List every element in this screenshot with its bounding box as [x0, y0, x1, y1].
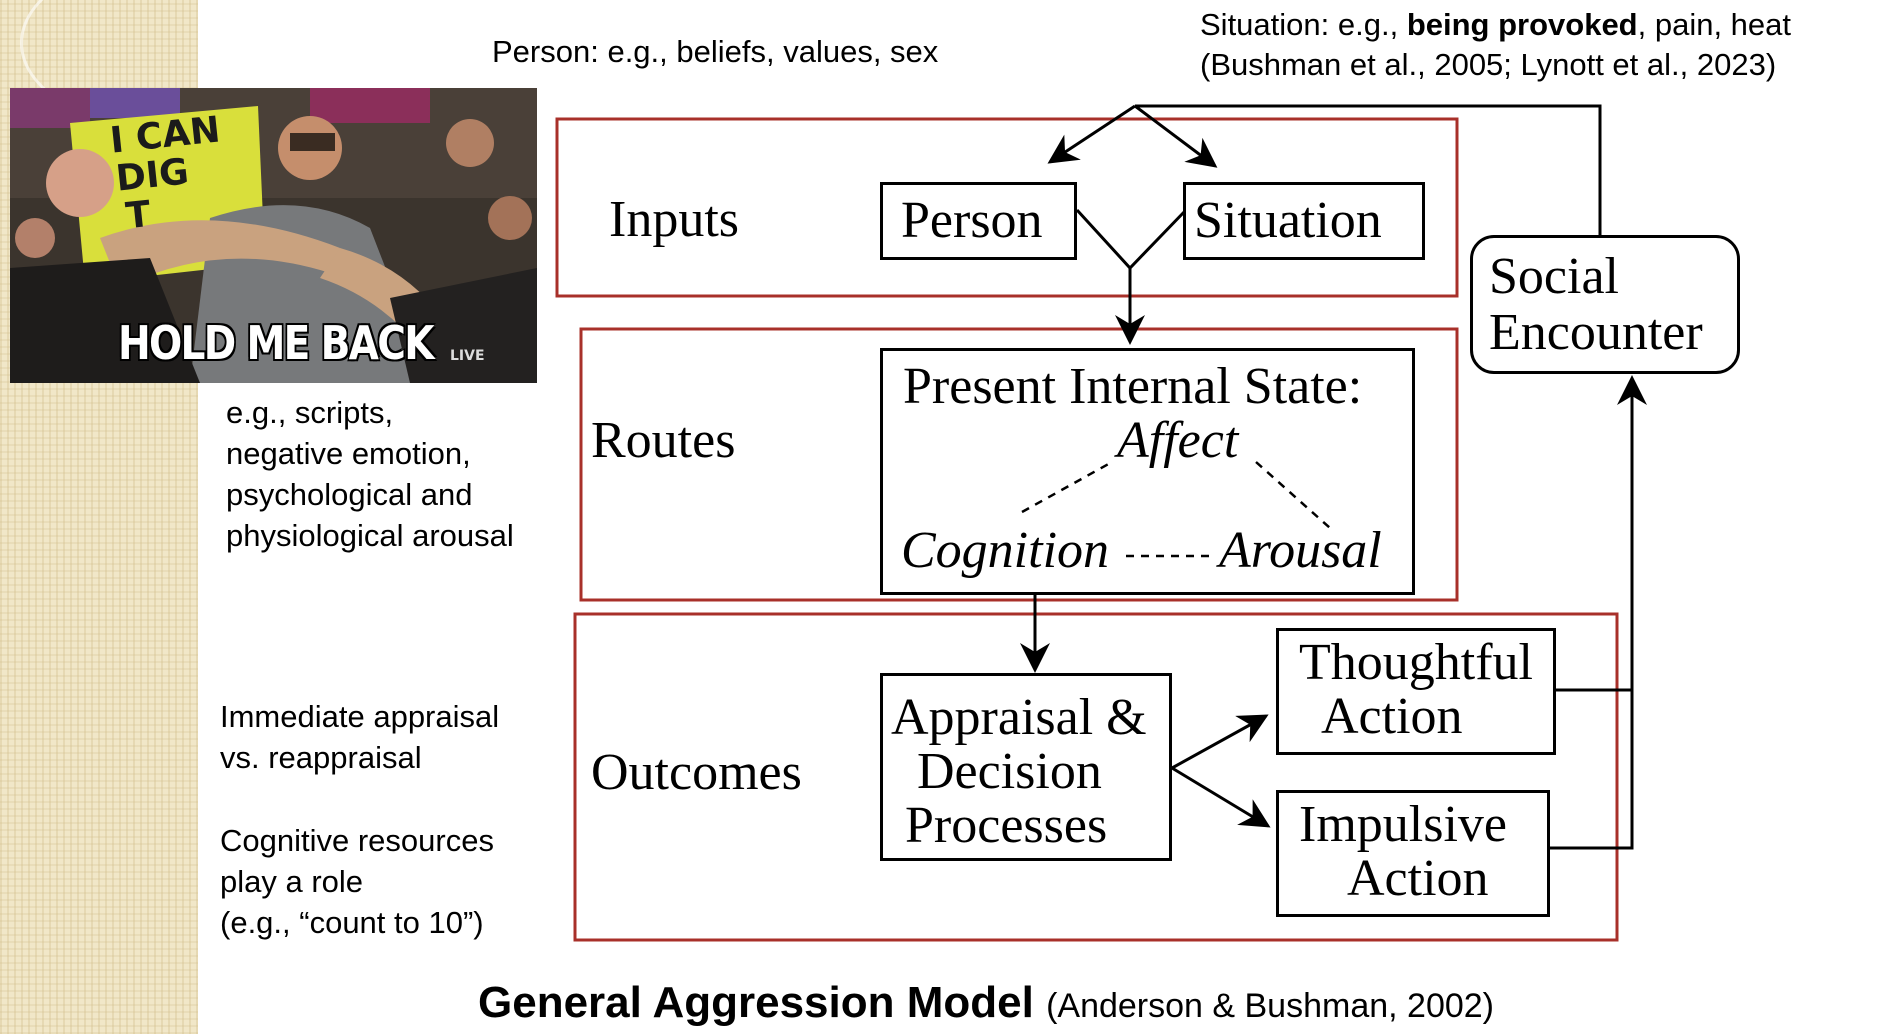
- dash-cognition-affect: [1021, 460, 1113, 514]
- routes-note: e.g., scripts, negative emotion, psychol…: [226, 392, 514, 556]
- social-encounter-line-2: Encounter: [1489, 304, 1703, 361]
- routes-section-frame: [579, 327, 1459, 602]
- social-encounter-box: Social Encounter: [1470, 235, 1740, 374]
- title-citation: (Anderson & Bushman, 2002): [1046, 987, 1494, 1025]
- thoughtful-line-1: Thoughtful: [1299, 634, 1533, 691]
- outcomes-note-line: (e.g., “count to 10”): [220, 905, 484, 940]
- appraisal-line-3: Processes: [905, 797, 1108, 854]
- person-note: Person: e.g., beliefs, values, sex: [492, 34, 939, 69]
- internal-state-dashes: [1021, 460, 1331, 558]
- arrow-to-thoughtful: [1171, 714, 1269, 770]
- arrow-to-situation: [1134, 104, 1218, 168]
- internal-state-title: Present Internal State:: [903, 358, 1363, 415]
- actions-merge-line: [1550, 688, 1634, 850]
- outcomes-note-line: vs. reappraisal: [220, 740, 422, 775]
- connector-lines: [1020, 104, 1647, 850]
- situation-citation: (Bushman et al., 2005; Lynott et al., 20…: [1200, 47, 1777, 82]
- inputs-merge-line: [1075, 208, 1188, 271]
- routes-note-line: e.g., scripts,: [226, 395, 394, 430]
- situation-note-suffix: , pain, heat: [1637, 7, 1792, 42]
- outcomes-note-line: Cognitive resources: [220, 823, 494, 858]
- meme-image: I CAN DIG T HOLD ME BACK LIVE: [10, 88, 537, 383]
- routes-note-line: psychological and: [226, 477, 473, 512]
- appraisal-line-2: Decision: [917, 743, 1102, 800]
- thoughtful-action-box: Thoughtful Action: [1276, 628, 1556, 755]
- appraisal-box: Appraisal & Decision Processes: [880, 673, 1172, 861]
- title-main: General Aggression Model: [478, 978, 1034, 1027]
- slide-title: General Aggression Model (Anderson & Bus…: [478, 978, 1494, 1031]
- outcomes-note-2: Cognitive resources play a role (e.g., “…: [220, 820, 494, 943]
- situation-box-label: Situation: [1194, 192, 1382, 249]
- dash-affect-arousal: [1255, 461, 1331, 529]
- routes-label: Routes: [591, 412, 736, 469]
- impulsive-action-box: Impulsive Action: [1276, 790, 1550, 917]
- situation-box: Situation: [1183, 182, 1425, 260]
- thoughtful-line-2: Action: [1321, 688, 1463, 745]
- meme-illustration: [10, 88, 537, 383]
- impulsive-line-1: Impulsive: [1299, 796, 1507, 853]
- person-box: Person: [880, 182, 1077, 260]
- social-encounter-line-1: Social: [1489, 248, 1619, 305]
- situation-note: Situation: e.g., being provoked, pain, h…: [1200, 4, 1791, 45]
- outcomes-note-1: Immediate appraisal vs. reappraisal: [220, 696, 499, 778]
- situation-note-bold: being provoked: [1406, 7, 1638, 42]
- outcomes-note-line: play a role: [220, 864, 364, 899]
- encounter-feedback-line: [1135, 104, 1602, 235]
- affect-label: Affect: [1117, 412, 1239, 469]
- outcomes-label: Outcomes: [591, 744, 802, 801]
- inputs-label: Inputs: [609, 191, 739, 248]
- impulsive-line-2: Action: [1347, 850, 1489, 907]
- cognition-label: Cognition: [901, 522, 1110, 579]
- arousal-label: Arousal: [1219, 522, 1382, 579]
- outcomes-section-frame: [573, 612, 1619, 942]
- situation-note-prefix: Situation: e.g.,: [1200, 7, 1407, 42]
- outcomes-note-line: Immediate appraisal: [220, 699, 500, 734]
- internal-state-box: Present Internal State: Affect Cognition…: [880, 348, 1415, 595]
- routes-note-line: physiological arousal: [226, 518, 514, 553]
- meme-logo: LIVE: [450, 348, 485, 364]
- arrow-to-person: [1047, 104, 1136, 164]
- routes-note-line: negative emotion,: [226, 436, 471, 471]
- meme-caption: HOLD ME BACK: [118, 316, 435, 370]
- arrow-to-impulsive: [1171, 766, 1271, 828]
- person-box-label: Person: [901, 192, 1043, 249]
- inputs-section-frame: [555, 117, 1459, 298]
- appraisal-line-1: Appraisal &: [891, 689, 1147, 746]
